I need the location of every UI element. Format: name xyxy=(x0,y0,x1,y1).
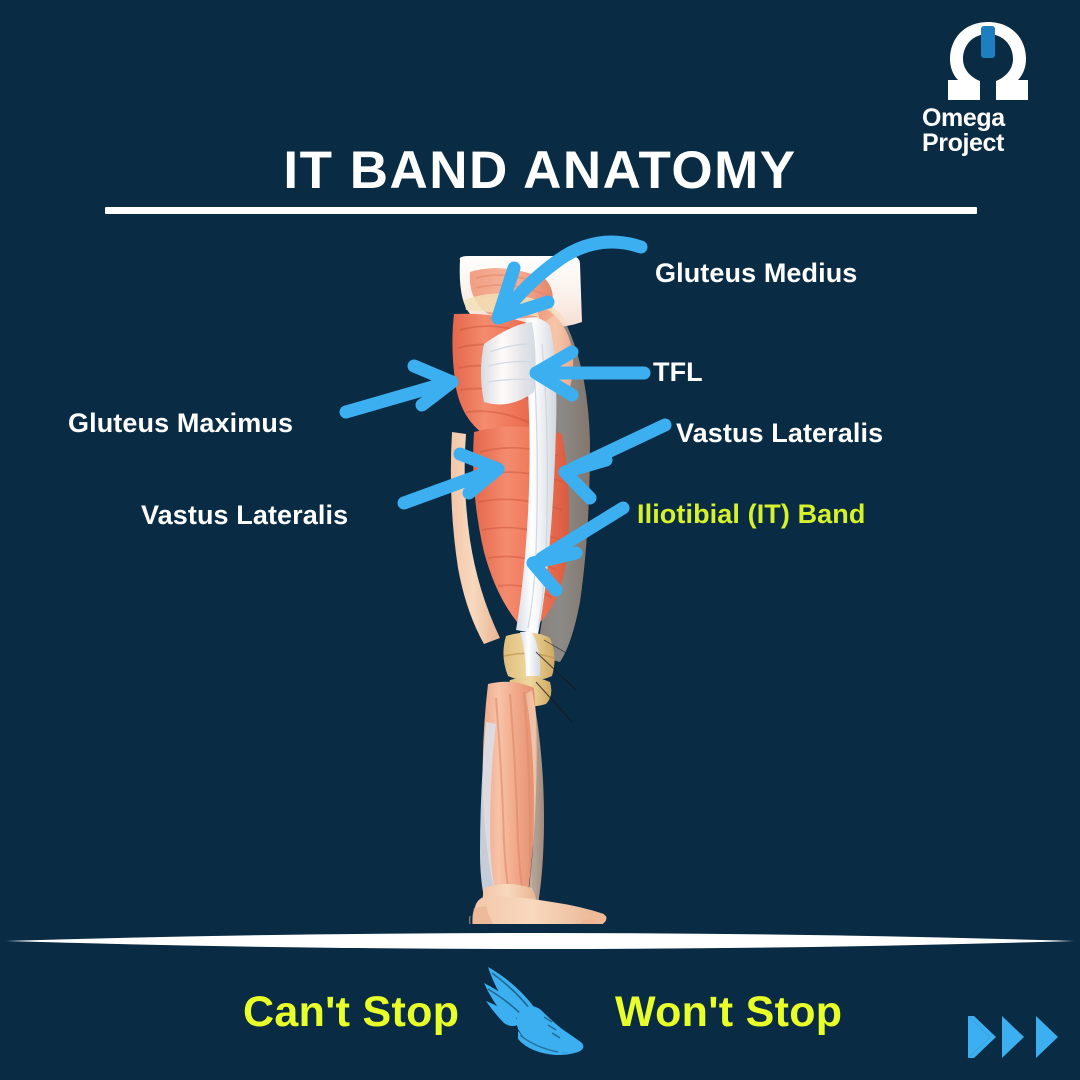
page-title: IT BAND ANATOMY xyxy=(283,141,797,200)
footer-tagline-left: Can't Stop xyxy=(243,988,460,1036)
arrow-gluteus-medius xyxy=(491,235,648,325)
winged-running-shoe-icon xyxy=(484,967,584,1055)
label-iliotibial-band: Iliotibial (IT) Band xyxy=(637,499,866,529)
arrow-gluteus-maximus xyxy=(339,359,459,419)
arrow-iliotibial-band xyxy=(526,501,630,597)
label-vastus-lateralis-left: Vastus Lateralis xyxy=(141,500,349,530)
label-vastus-lateralis-right: Vastus Lateralis xyxy=(676,418,884,448)
arrow-tfl xyxy=(529,345,651,402)
brand-name-line1: Omega xyxy=(922,104,1005,132)
arrow-vastus-lateralis-right xyxy=(558,418,672,505)
label-gluteus-medius: Gluteus Medius xyxy=(655,258,858,288)
brand-name: Omega Project xyxy=(922,106,1052,155)
triple-chevron-right-icon xyxy=(968,1016,1058,1058)
brand-name-line2: Project xyxy=(922,128,1004,157)
label-tfl: TFL xyxy=(653,357,703,387)
footer-tagline-right: Won't Stop xyxy=(615,988,843,1036)
section-divider xyxy=(6,933,1074,949)
arrow-vastus-lateralis-left xyxy=(397,447,505,510)
brand-logo: Omega Project xyxy=(922,18,1052,155)
title-underline xyxy=(105,207,977,214)
label-gluteus-maximus: Gluteus Maximus xyxy=(68,408,294,438)
omega-power-symbol-icon xyxy=(948,22,1028,100)
